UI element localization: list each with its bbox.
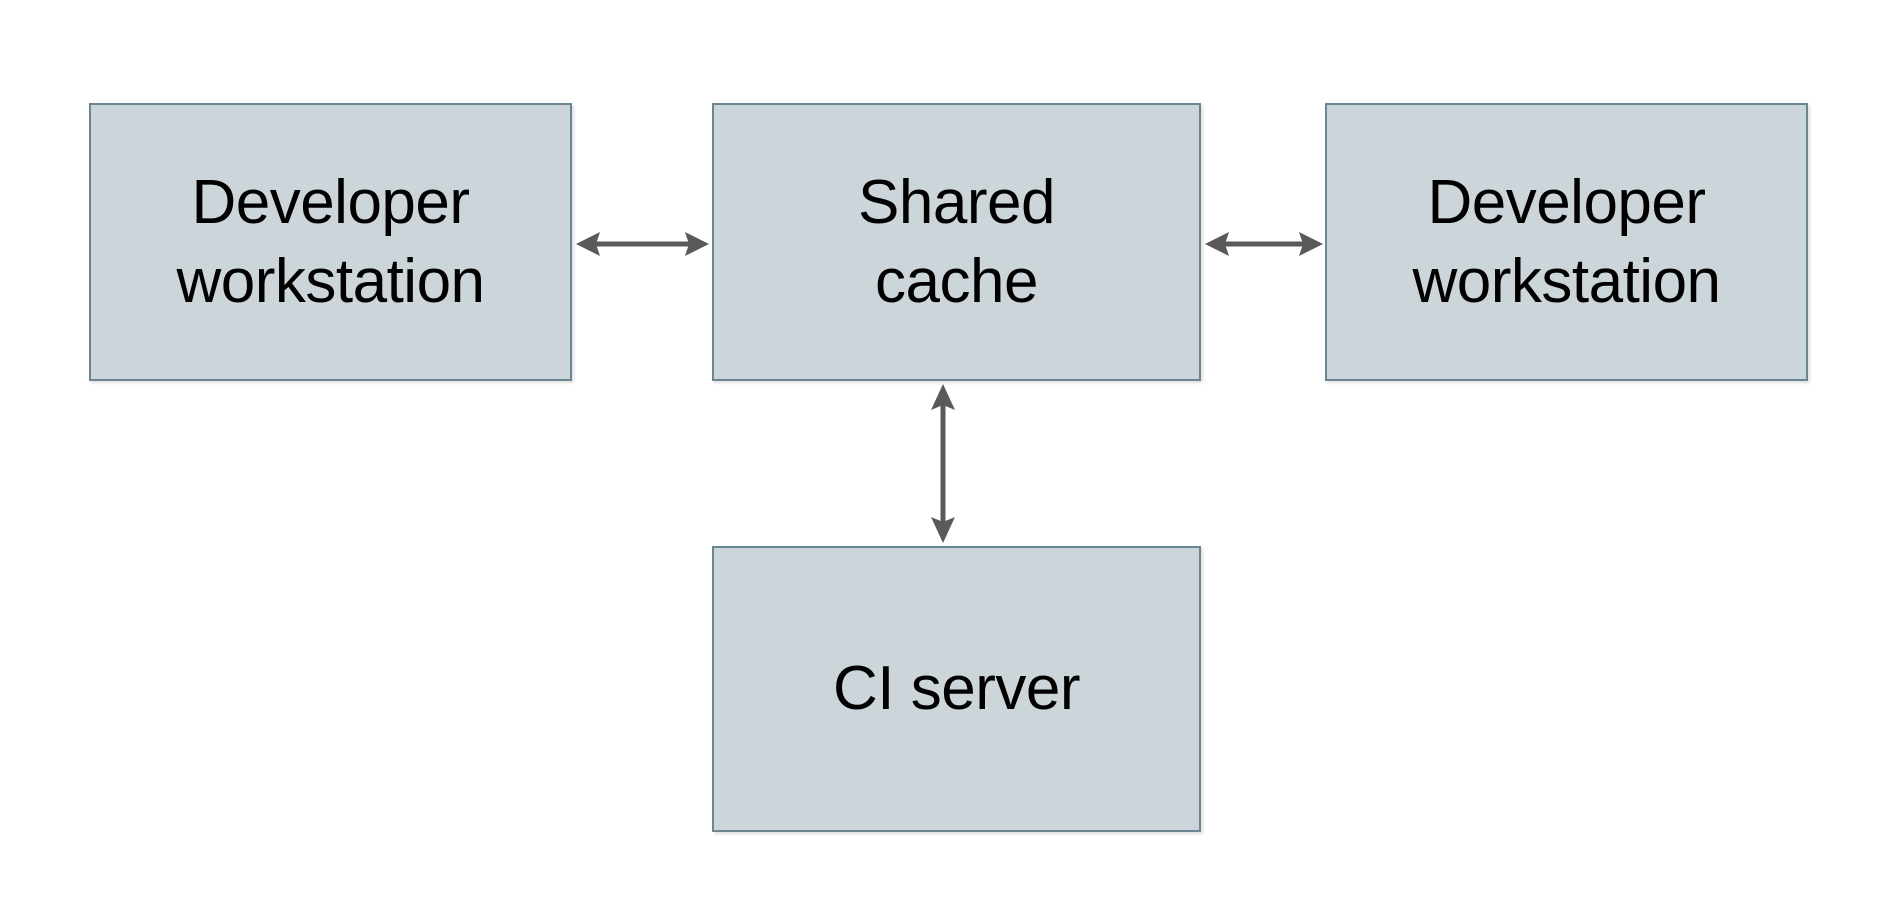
node-dev-workstation-right[interactable]: Developer workstation	[1325, 103, 1808, 381]
node-label-shared-cache: Shared cache	[858, 167, 1055, 316]
connector-left-workstation-to-cache[interactable]	[570, 213, 715, 275]
double-arrow-icon	[1205, 232, 1323, 256]
double-arrow-icon	[931, 384, 955, 543]
node-label-dev-workstation-right: Developer workstation	[1412, 167, 1721, 316]
node-ci-server[interactable]: CI server	[712, 546, 1201, 832]
connector-cache-to-right-workstation[interactable]	[1199, 213, 1329, 275]
node-label-ci-server: CI server	[833, 654, 1080, 724]
node-shared-cache[interactable]: Shared cache	[712, 103, 1201, 381]
double-arrow-icon	[576, 232, 709, 256]
node-dev-workstation-left[interactable]: Developer workstation	[89, 103, 572, 381]
connector-ci-server-to-cache[interactable]	[912, 379, 974, 548]
node-label-dev-workstation-left: Developer workstation	[176, 167, 485, 316]
